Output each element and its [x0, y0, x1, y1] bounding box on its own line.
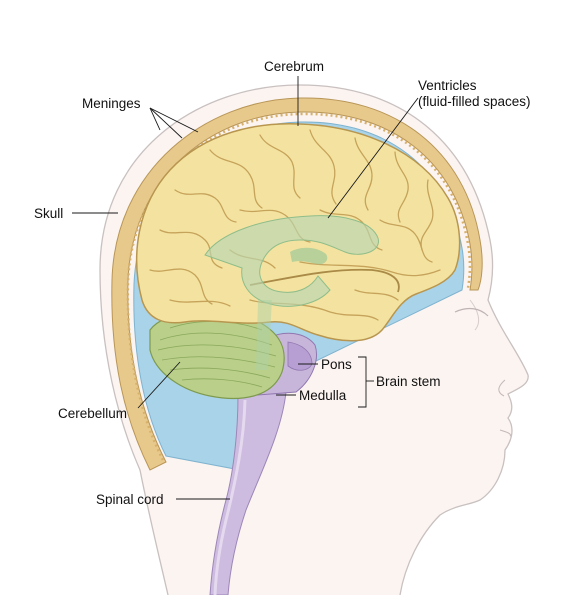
- ventricles: [204, 215, 379, 307]
- leader-meninges-1: [149, 107, 161, 131]
- ear-hint: [469, 299, 480, 331]
- spinal-canal: [213, 399, 247, 595]
- leader-lines: [72, 76, 419, 500]
- label-skull: Skull: [34, 206, 63, 221]
- label-brain-stem: Brain stem: [376, 374, 441, 389]
- label-pons: Pons: [321, 357, 352, 372]
- leader-ventricles: [327, 97, 419, 219]
- label-ventricles-sub: (fluid-filled spaces): [418, 94, 531, 109]
- fourth-ventricle: [256, 300, 272, 370]
- label-spinal-cord: Spinal cord: [96, 492, 164, 507]
- lateral-sulcus: [249, 268, 400, 293]
- leader-meninges-2: [149, 107, 183, 139]
- skull-inner: [126, 112, 472, 461]
- label-cerebellum: Cerebellum: [58, 406, 127, 421]
- eye: [454, 307, 489, 317]
- brain-stem-bracket: [358, 356, 367, 408]
- leader-cerebellum: [137, 361, 181, 409]
- leader-meninges-3: [149, 107, 199, 133]
- label-meninges: Meninges: [82, 96, 141, 111]
- nostril: [498, 379, 506, 397]
- mouth: [499, 429, 511, 437]
- label-ventricles: Ventricles: [418, 78, 477, 93]
- label-medulla: Medulla: [299, 388, 347, 403]
- ventricle-horn: [290, 247, 328, 265]
- label-cerebrum: Cerebrum: [264, 59, 324, 74]
